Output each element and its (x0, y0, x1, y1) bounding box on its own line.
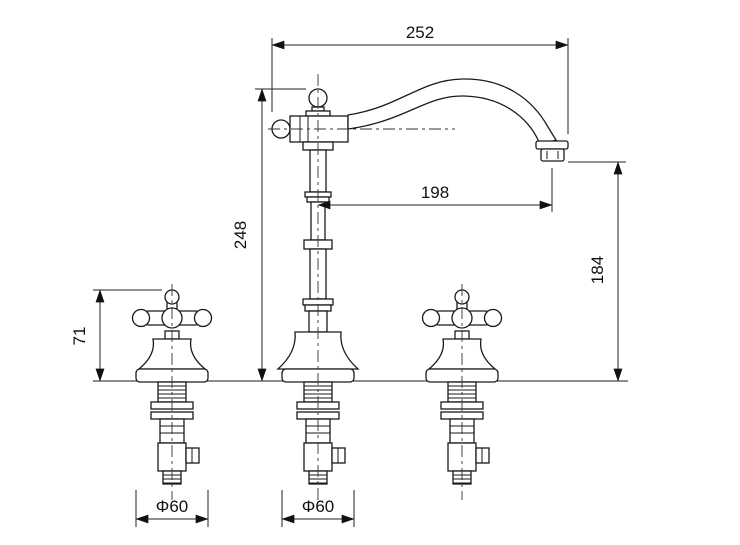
dimension-phi60-left: Φ60 (135, 490, 209, 527)
right-underdeck (440, 381, 490, 485)
left-underdeck (150, 381, 200, 485)
dim-label-252: 252 (406, 23, 434, 42)
dimension-71: 71 (70, 289, 162, 382)
dim-label-71: 71 (70, 327, 89, 346)
center-underdeck (296, 381, 346, 485)
spout-outlet-flange (535, 140, 569, 150)
aerator (540, 148, 565, 162)
dim-label-phi60-left: Φ60 (156, 497, 188, 516)
dimension-184: 184 (568, 161, 626, 382)
dimension-248: 248 (231, 88, 306, 382)
dimension-252: 252 (271, 23, 569, 134)
spout (347, 78, 569, 162)
dim-label-198: 198 (421, 183, 449, 202)
dimension-phi60-center: Φ60 (281, 490, 355, 527)
dim-label-248: 248 (231, 221, 250, 249)
dim-label-184: 184 (588, 256, 607, 284)
dim-label-phi60-center: Φ60 (302, 497, 334, 516)
dimension-198: 198 (317, 168, 553, 212)
spout-column (271, 88, 360, 383)
